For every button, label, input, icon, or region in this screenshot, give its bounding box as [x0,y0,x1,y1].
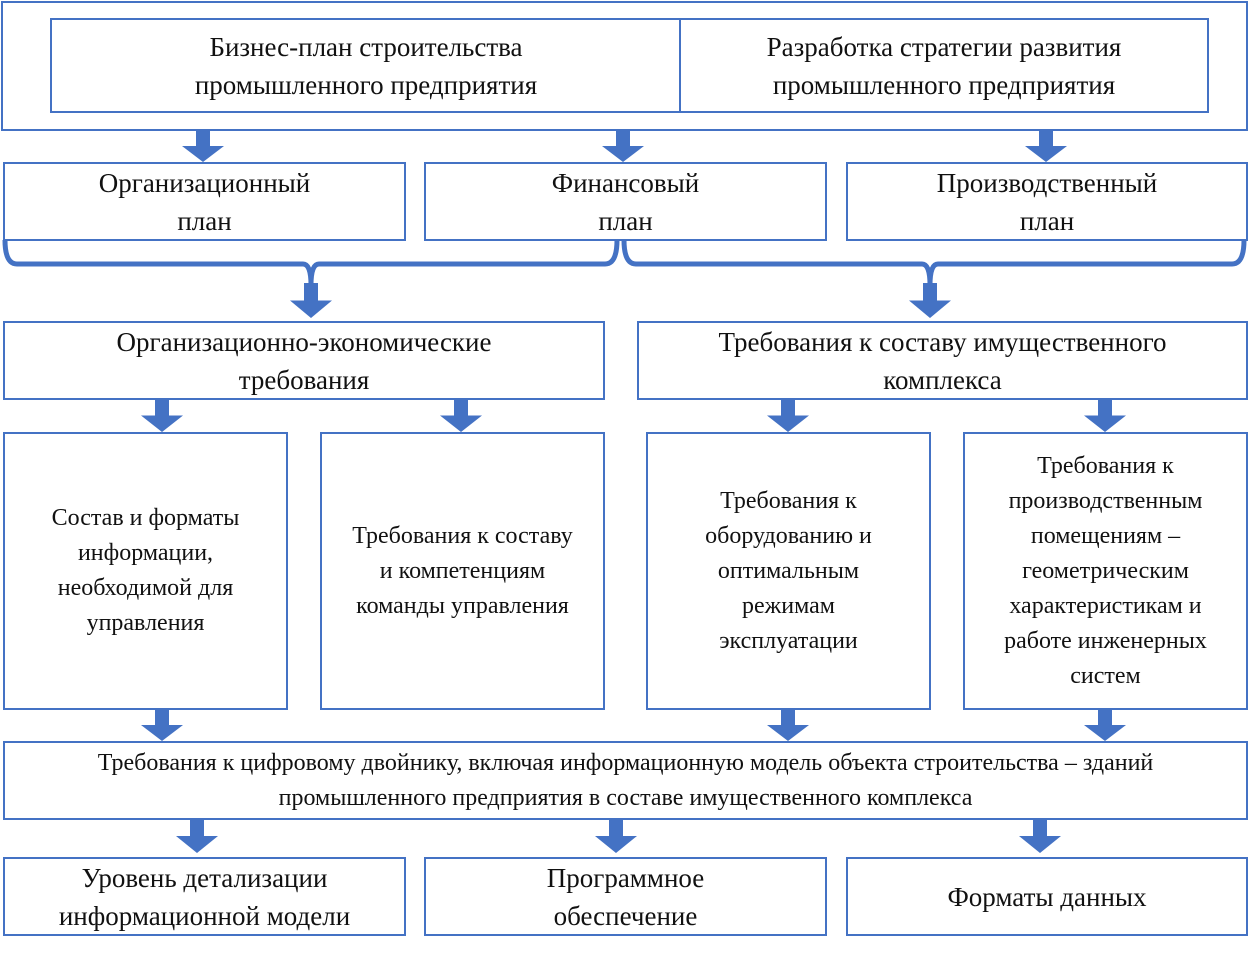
down-arrow-icon [141,709,183,741]
plan-text: Производственный план [936,167,1158,236]
plan-production: Производственный план [846,162,1248,241]
brace-connector [2,239,620,286]
down-arrow-icon [767,399,809,432]
down-arrow-icon [1084,709,1126,741]
requirement-text: Требования к составу имущественного комп… [718,326,1167,395]
business-plan-box: Бизнес-план строительства промышленного … [50,18,682,113]
output-software: Программное обеспечение [424,857,827,936]
team-requirements-box: Требования к составу и компетенциям кома… [320,432,605,710]
down-arrow-icon [141,399,183,432]
property-complex-requirements: Требования к составу имущественного комп… [637,321,1248,400]
output-text: Программное обеспечение [546,862,705,931]
equipment-requirements-box: Требования к оборудованию и оптимальным … [646,432,931,710]
premises-requirements-box: Требования к производственным помещениям… [963,432,1248,710]
down-arrow-icon [1025,130,1067,162]
output-text: Уровень детализации информационной модел… [58,862,351,931]
down-arrow-icon [767,709,809,741]
plan-organizational: Организационный план [3,162,406,241]
detail-text: Состав и форматы информации, необходимой… [51,505,240,636]
detail-text: Требования к составу и компетенциям кома… [352,522,573,619]
down-arrow-icon [1019,819,1061,853]
down-arrow-icon [595,819,637,853]
plan-text: Организационный план [98,167,311,236]
down-arrow-icon [909,283,951,318]
digital-twin-text: Требования к цифровому двойнику, включая… [97,749,1154,811]
requirement-text: Организационно-экономические требования [116,326,492,395]
brace-connector [621,239,1247,286]
digital-twin-box: Требования к цифровому двойнику, включая… [3,741,1248,820]
down-arrow-icon [182,130,224,162]
info-formats-box: Состав и форматы информации, необходимой… [3,432,288,710]
plan-text: Финансовый план [551,167,700,236]
business-plan-text: Бизнес-план строительства промышленного … [194,31,538,100]
output-detail-level: Уровень детализации информационной модел… [3,857,406,936]
plan-financial: Финансовый план [424,162,827,241]
down-arrow-icon [290,283,332,318]
detail-text: Требования к производственным помещениям… [1004,452,1207,689]
detail-text: Требования к оборудованию и оптимальным … [705,487,872,654]
strategy-text: Разработка стратегии развития промышленн… [766,31,1122,100]
down-arrow-icon [602,130,644,162]
down-arrow-icon [1084,399,1126,432]
org-economic-requirements: Организационно-экономические требования [3,321,605,400]
output-text: Форматы данных [947,881,1147,912]
output-data-formats: Форматы данных [846,857,1248,936]
down-arrow-icon [440,399,482,432]
down-arrow-icon [176,819,218,853]
strategy-box: Разработка стратегии развития промышленн… [679,18,1209,113]
